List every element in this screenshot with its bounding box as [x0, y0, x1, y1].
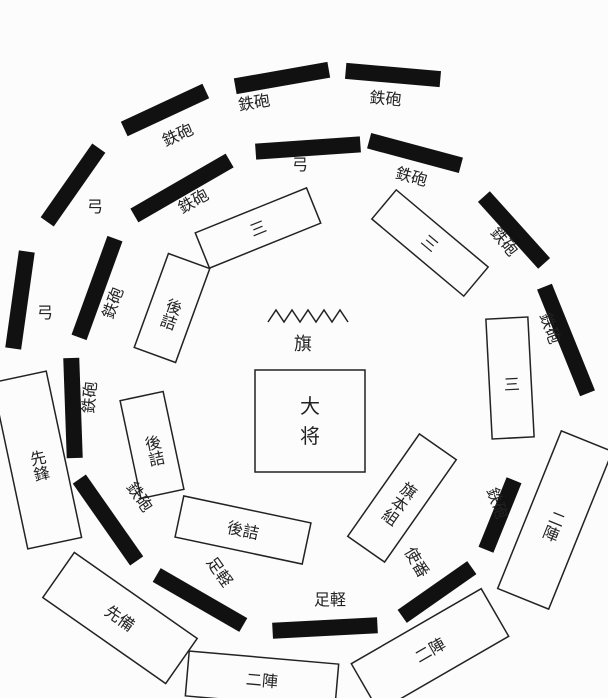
bar-label: 足軽 — [203, 553, 237, 590]
troop-bar — [537, 283, 595, 397]
bar-label: 鉄砲 — [237, 90, 272, 114]
unit-label: 後詰 — [225, 518, 260, 543]
commander-box — [254, 369, 366, 473]
bar-label: 鉄砲 — [369, 88, 403, 110]
unit-label: 後詰 — [156, 295, 185, 332]
flag-zigzag-icon — [267, 308, 349, 324]
unit-label: 二陣 — [245, 670, 279, 692]
troop-bar — [272, 617, 378, 639]
unit-box-rear-guard-2: 後詰 — [119, 390, 185, 500]
troop-bar — [478, 477, 522, 553]
unit-label: 三 — [417, 231, 441, 256]
unit-box-third-right: 三 — [370, 188, 490, 298]
troop-bar — [233, 61, 331, 95]
bar-label: 鉄砲 — [79, 381, 101, 415]
unit-box-second-east: 二陣 — [496, 429, 608, 611]
bar-label: 足軽 — [314, 590, 346, 609]
troop-bar — [344, 62, 442, 88]
troop-bar — [71, 235, 123, 341]
troop-bar — [397, 561, 477, 623]
troop-bar — [72, 474, 144, 566]
unit-box-hatamoto: 旗本組 — [346, 432, 458, 564]
unit-label: 三 — [500, 376, 520, 393]
unit-label: 先鋒 — [26, 448, 51, 483]
troop-bar — [152, 568, 248, 632]
unit-box-second-south: 二陣 — [184, 650, 340, 698]
bar-label: 使番 — [401, 544, 433, 581]
troop-bar — [130, 153, 234, 223]
unit-label: 二陣 — [538, 507, 568, 544]
unit-label: 二陣 — [412, 634, 449, 666]
unit-box-rear-guard-3: 後詰 — [174, 495, 312, 565]
unit-box-third-left: 三 — [194, 186, 322, 270]
troop-bar — [40, 143, 106, 227]
bar-label: 弓 — [292, 155, 308, 174]
bar-label: 鉄砲 — [159, 120, 196, 151]
troop-bar — [5, 250, 35, 350]
troop-bar — [477, 191, 551, 269]
troop-bar — [367, 132, 463, 174]
unit-label: 後詰 — [141, 433, 166, 468]
troop-bar — [120, 83, 210, 137]
bar-label: 鉄砲 — [123, 478, 157, 515]
unit-label: 先備 — [101, 601, 138, 635]
unit-box-third-east: 三 — [485, 316, 535, 440]
commander-label-2: 将 — [300, 424, 320, 448]
unit-box-vanguard-lower: 先備 — [41, 551, 199, 685]
bar-label: 弓 — [87, 197, 103, 216]
flag-label: 旗 — [294, 334, 312, 355]
troop-bar — [63, 357, 83, 459]
bar-label: 鉄砲 — [394, 163, 430, 190]
commander-label-1: 大 — [300, 394, 320, 418]
unit-box-rear-guard-1: 後詰 — [133, 252, 211, 364]
bar-label: 弓 — [37, 303, 53, 322]
unit-label: 三 — [247, 217, 269, 241]
troop-bar — [255, 136, 361, 160]
